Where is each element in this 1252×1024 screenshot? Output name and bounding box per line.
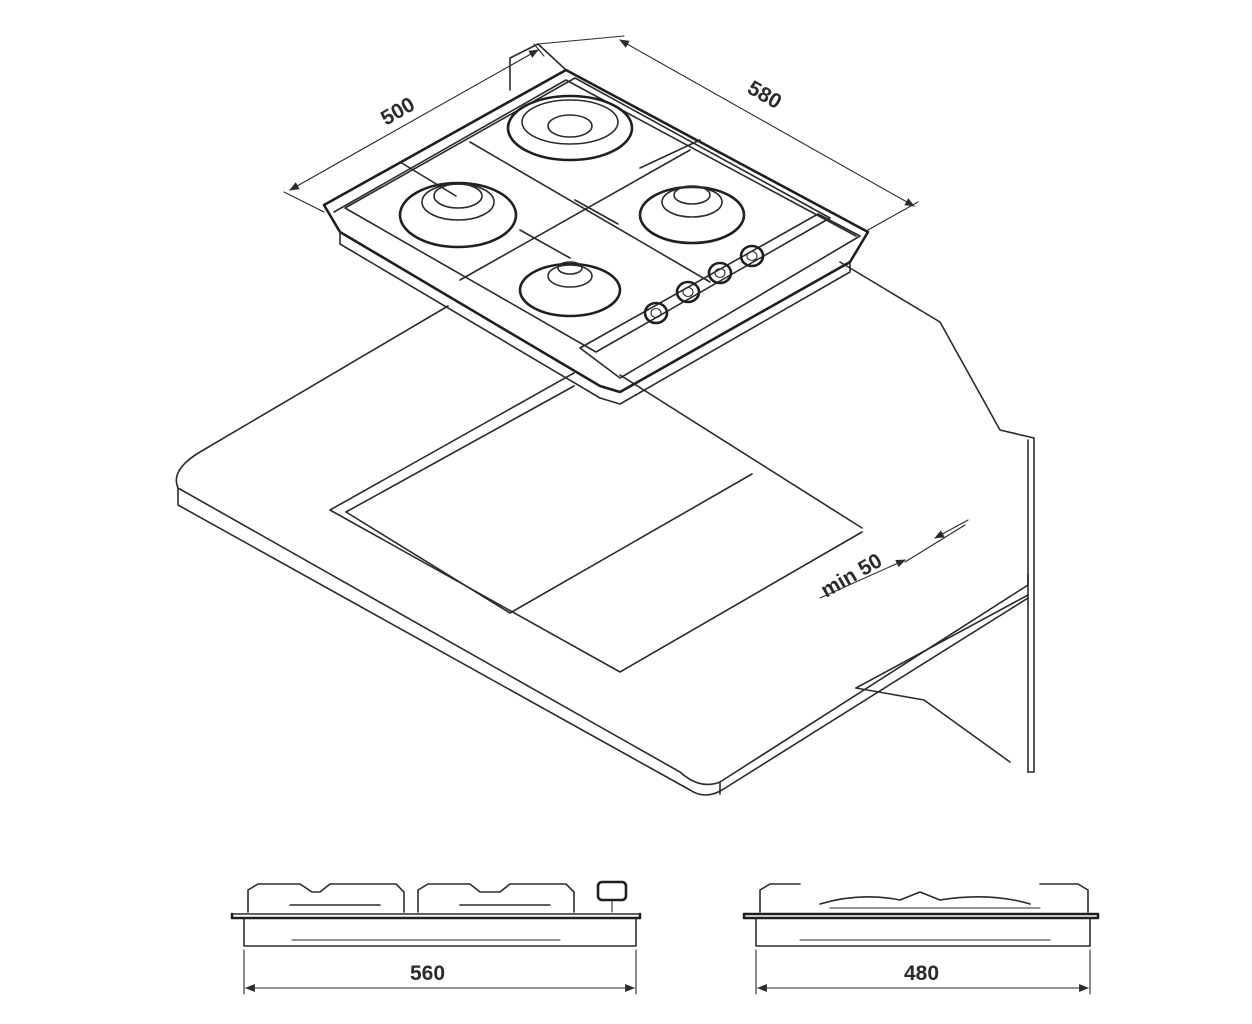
hob-outline — [322, 68, 870, 394]
gas-burner-left-icon — [398, 181, 518, 249]
front-knob-icon — [596, 880, 628, 913]
under-shelf — [855, 687, 1011, 763]
width-dimension: 580 — [537, 35, 919, 231]
knob-2-icon — [675, 280, 701, 304]
control-knobs — [643, 244, 765, 325]
knob-3-icon — [707, 261, 733, 285]
knob-4-icon — [739, 244, 765, 268]
knob-1-icon — [643, 301, 669, 325]
clearance-dimension: min 50 — [817, 519, 969, 602]
countertop — [175, 261, 1035, 796]
control-strip — [579, 213, 861, 379]
countertop-front-edge — [177, 487, 691, 791]
gas-burner-front-icon — [518, 261, 622, 318]
depth-label: 500 — [377, 93, 419, 130]
side-depth-label: 480 — [904, 962, 939, 985]
front-view: 560 — [230, 880, 642, 995]
countertop-top — [175, 305, 1029, 786]
cutout-opening — [329, 372, 863, 673]
width-label: 580 — [744, 76, 786, 113]
depth-dimension: 500 — [283, 43, 545, 213]
electric-plate-icon — [506, 94, 634, 162]
gas-burner-right-icon — [638, 185, 746, 245]
side-view: 480 — [742, 883, 1100, 995]
side-panel — [839, 261, 1035, 773]
clearance-label: min 50 — [817, 549, 886, 602]
front-width-label: 560 — [410, 962, 445, 985]
